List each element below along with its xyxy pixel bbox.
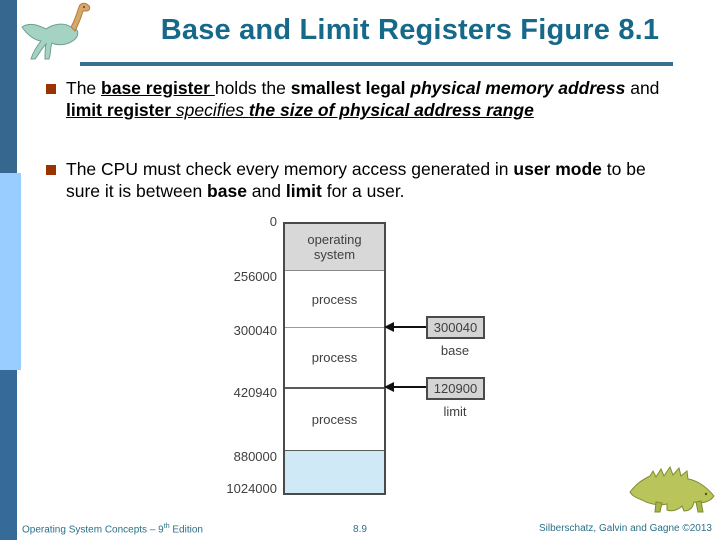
text-segment: to be sure it is between — [66, 159, 646, 201]
text-segment: limit — [285, 181, 322, 201]
address-label-256000: 256000 — [233, 269, 277, 284]
sidebar-light-bar — [0, 173, 21, 370]
bullet-marker — [46, 84, 56, 94]
footer-book-prefix: Operating System Concepts – 9 — [22, 524, 164, 536]
bullet-text-base-limit: The base register holds the smallest leg… — [66, 77, 668, 121]
base-register-label: base — [440, 343, 470, 358]
limit-register-box: 120900 — [426, 377, 485, 400]
footer-page-number: 8.9 — [353, 524, 367, 535]
memory-section-free — [285, 450, 384, 493]
memory-section-os: operating system — [285, 224, 384, 270]
text-segment: holds the — [214, 78, 291, 98]
footer-book-suffix: Edition — [169, 524, 203, 536]
text-segment: and — [246, 181, 286, 201]
footer-authors: Silberschatz, Galvin and Gagne ©2013 — [538, 523, 712, 534]
memory-section-process-3: process — [285, 387, 384, 450]
text-segment: The — [66, 78, 102, 98]
text-segment: user mode — [513, 159, 602, 179]
text-segment: smallest legal — [290, 78, 411, 98]
base-arrow-head-icon — [384, 322, 394, 332]
text-segment: limit register — [66, 100, 176, 120]
dinosaur-logo-icon — [21, 2, 91, 60]
limit-arrow-head-icon — [384, 382, 394, 392]
address-label-880000: 880000 — [233, 449, 277, 464]
base-register-box: 300040 — [426, 316, 485, 339]
address-label-300040: 300040 — [233, 323, 277, 338]
dinosaur-logo-bottom-icon — [629, 465, 715, 513]
footer-book-title: Operating System Concepts – 9th Edition — [22, 523, 203, 535]
bullet-marker — [46, 165, 56, 175]
text-segment: base — [207, 181, 247, 201]
memory-section-process-1: process — [285, 270, 384, 327]
base-arrow — [393, 326, 426, 328]
memory-column: operating system process process process — [283, 222, 386, 495]
title-divider — [80, 62, 673, 66]
text-segment: and — [625, 78, 660, 98]
bullet-text-cpu-check: The CPU must check every memory access g… — [66, 158, 668, 202]
memory-section-os-label: operating system — [307, 232, 362, 262]
footer-book-sup: th — [163, 523, 170, 530]
text-segment: specifies — [175, 100, 249, 120]
sidebar-bottom-bar — [0, 370, 17, 540]
text-segment: for a user. — [321, 181, 405, 201]
address-label-0: 0 — [269, 214, 277, 229]
text-segment: physical memory address — [410, 78, 626, 98]
text-segment: the size of physical address range — [248, 100, 534, 120]
address-label-420940: 420940 — [233, 385, 277, 400]
limit-register-label: limit — [443, 404, 467, 419]
address-label-1024000: 1024000 — [226, 481, 277, 496]
limit-arrow — [393, 386, 426, 388]
text-segment: base register — [101, 78, 215, 98]
memory-section-process-2: process — [285, 327, 384, 387]
sidebar-top-bar — [0, 0, 17, 173]
page-title: Base and Limit Registers Figure 8.1 — [160, 14, 660, 46]
text-segment: The CPU must check every memory access g… — [66, 159, 514, 179]
